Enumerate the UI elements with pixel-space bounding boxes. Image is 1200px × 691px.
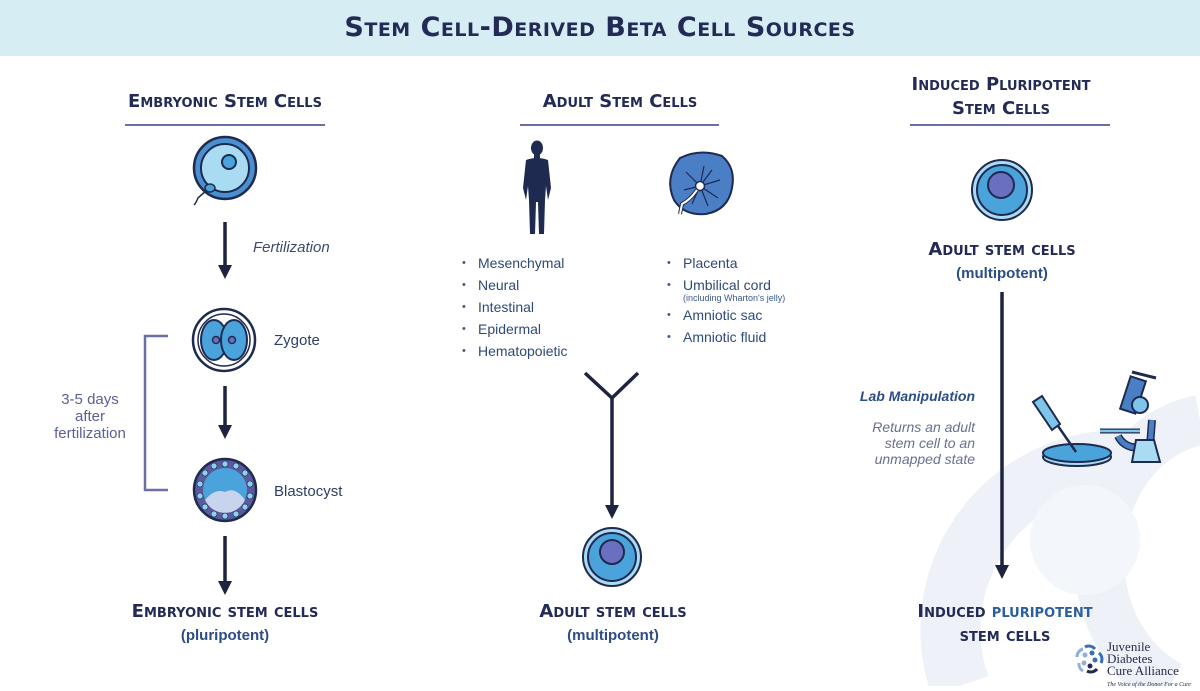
petri-dish-icon	[1042, 443, 1112, 467]
adult-heading-rule	[520, 124, 719, 126]
embryonic-result-title: Embryonic stem cells	[131, 601, 319, 622]
timeframe-bracket	[143, 334, 168, 492]
list-item-label: Amniotic sac	[683, 307, 763, 323]
merge-arrow-icon	[583, 371, 640, 519]
list-item-label: Amniotic fluid	[683, 329, 767, 345]
induced-heading-line1: Induced Pluripotent	[911, 74, 1091, 95]
embryonic-result-potency: (pluripotent)	[180, 627, 270, 644]
egg-cell-icon	[192, 135, 258, 206]
list-item: Neural	[462, 274, 568, 296]
adult-result: Adult stem cells (multipotent)	[463, 600, 763, 648]
microscope-icon	[1100, 370, 1162, 463]
lab-manipulation-description: Returns an adult stem cell to an unmappe…	[820, 419, 975, 467]
adult-stem-cell-icon	[971, 159, 1033, 221]
adult-heading: Adult Stem Cells	[542, 91, 698, 112]
logo-figures-icon	[1075, 644, 1104, 674]
logo-text: Juvenile Diabetes Cure Alliance The Voic…	[1107, 639, 1198, 691]
body-sources-list: Mesenchymal Neural Intestinal Epidermal …	[462, 252, 568, 362]
title-banner	[0, 0, 1200, 56]
adult-stem-cell-icon	[582, 527, 642, 587]
description-line: Returns an adult	[872, 419, 975, 435]
embryonic-result: Embryonic stem cells (pluripotent)	[75, 600, 375, 648]
timeframe-line: 3-5 days	[61, 391, 119, 408]
list-item: Amniotic fluid	[667, 326, 785, 348]
pipette-icon	[1031, 394, 1078, 453]
embryonic-heading-rule	[125, 124, 325, 126]
list-item: Placenta	[667, 252, 785, 274]
logo-tagline: The Voice of the Donor For a Cure	[1107, 682, 1191, 688]
timeframe-line: fertilization	[54, 425, 126, 442]
induced-heading-line2: Stem Cells	[952, 98, 1050, 119]
birth-sources-list: Placenta Umbilical cord(including Wharto…	[667, 252, 785, 348]
list-item: Umbilical cord(including Wharton's jelly…	[667, 274, 786, 303]
fertilization-label: Fertilization	[253, 239, 330, 256]
timeframe-label: 3-5 days after fertilization	[40, 391, 140, 442]
induced-result: Induced pluripotent stem cells	[855, 600, 1155, 648]
logo-line2: Cure Alliance	[1107, 663, 1179, 678]
list-item: Mesenchymal	[462, 252, 568, 274]
lab-manipulation-label: Lab Manipulation	[859, 388, 975, 404]
list-item: Intestinal	[462, 296, 568, 318]
list-item: Amniotic sac	[667, 304, 785, 326]
list-item-note: (including Wharton's jelly)	[683, 293, 786, 303]
induced-start: Adult stem cells (multipotent)	[852, 238, 1152, 286]
blastocyst-icon	[192, 457, 258, 523]
description-line: unmapped state	[874, 451, 975, 467]
induced-start-potency: (multipotent)	[956, 265, 1048, 282]
adult-result-title: Adult stem cells	[539, 601, 687, 622]
decorative-circle	[1030, 485, 1140, 595]
zygote-icon	[191, 307, 257, 373]
blastocyst-label: Blastocyst	[274, 483, 343, 500]
induced-result-line1: Induced pluripotent	[855, 600, 1155, 624]
list-item-label: Umbilical cord	[683, 277, 771, 293]
logo-line1: Juvenile Diabetes	[1107, 639, 1153, 666]
description-line: stem cell to an	[884, 435, 975, 451]
induced-result-word: Induced	[917, 601, 986, 622]
list-item: Epidermal	[462, 318, 568, 340]
induced-heading: Induced Pluripotent Stem Cells	[860, 73, 1142, 121]
list-item: Hematopoietic	[462, 340, 568, 362]
embryonic-heading: Embryonic Stem Cells	[128, 91, 322, 112]
list-item-label: Placenta	[683, 255, 738, 271]
induced-result-line2: stem cells	[959, 625, 1051, 646]
induced-heading-rule	[910, 124, 1110, 126]
zygote-label: Zygote	[274, 332, 320, 349]
jdca-logo: Juvenile Diabetes Cure Alliance The Voic…	[1073, 640, 1198, 688]
adult-result-potency: (multipotent)	[567, 627, 659, 644]
page-title: Stem Cell-Derived Beta Cell Sources	[344, 12, 856, 43]
induced-start-title: Adult stem cells	[928, 239, 1076, 260]
human-body-icon	[523, 140, 551, 234]
timeframe-line: after	[74, 408, 105, 425]
placenta-icon	[669, 151, 734, 216]
induced-result-accent-word: pluripotent	[991, 601, 1093, 622]
